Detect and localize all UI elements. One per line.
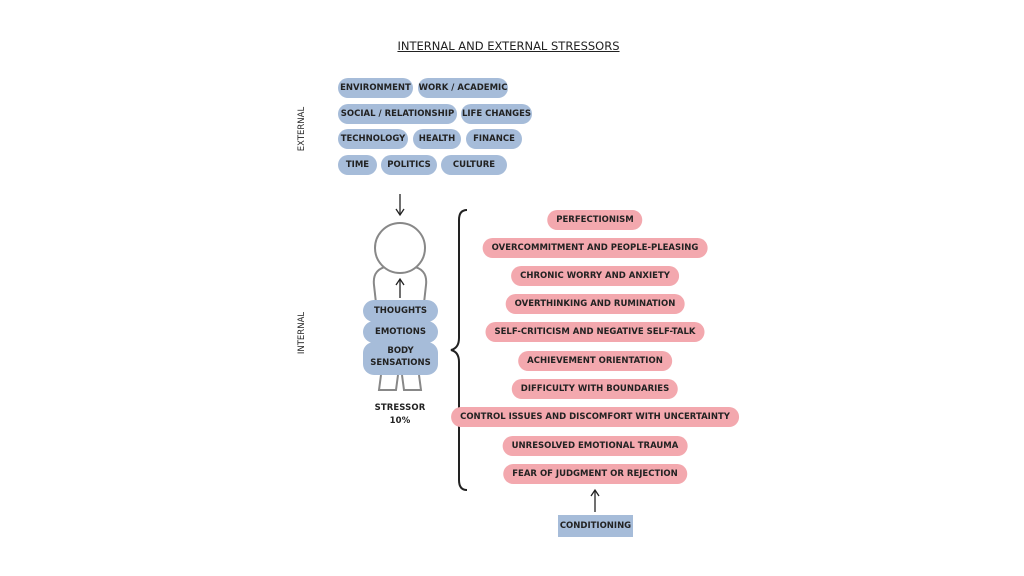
diagram-title: INTERNAL AND EXTERNAL STRESSORS bbox=[397, 39, 620, 53]
internal-item: SELF-CRITICISM AND NEGATIVE SELF-TALK bbox=[485, 322, 705, 342]
stressor-percent: 10% bbox=[389, 416, 411, 426]
internal-item: OVERCOMMITMENT AND PEOPLE-PLEASING bbox=[482, 238, 708, 258]
internal-item: CONTROL ISSUES AND DISCOMFORT WITH UNCER… bbox=[451, 407, 739, 427]
external-item: LIFE CHANGES bbox=[461, 104, 532, 124]
internal-item: ACHIEVEMENT ORIENTATION bbox=[518, 351, 672, 371]
sensations-text: SENSATIONS bbox=[370, 358, 431, 368]
external-item: WORK / ACADEMIC bbox=[418, 78, 508, 98]
external-item: SOCIAL / RELATIONSHIP bbox=[338, 104, 457, 124]
stressor-caption: STRESSOR bbox=[374, 403, 426, 413]
up-arrow-icon bbox=[395, 277, 405, 298]
conditioning-box: CONDITIONING bbox=[558, 515, 633, 537]
external-item: TIME bbox=[338, 155, 377, 175]
down-arrow-icon bbox=[395, 194, 405, 217]
external-item: FINANCE bbox=[466, 129, 522, 149]
internal-item: OVERTHINKING AND RUMINATION bbox=[505, 294, 685, 314]
internal-item: DIFFICULTY WITH BOUNDARIES bbox=[511, 379, 679, 399]
external-item: ENVIRONMENT bbox=[338, 78, 413, 98]
external-item: TECHNOLOGY bbox=[338, 129, 408, 149]
body-sensations-label: BODY SENSATIONS bbox=[363, 342, 438, 375]
emotions-label: EMOTIONS bbox=[363, 321, 438, 343]
external-item: CULTURE bbox=[441, 155, 507, 175]
external-item: POLITICS bbox=[381, 155, 437, 175]
internal-item: UNRESOLVED EMOTIONAL TRAUMA bbox=[502, 436, 688, 456]
internal-item: PERFECTIONISM bbox=[547, 210, 643, 230]
up-arrow-icon bbox=[590, 488, 600, 512]
internal-item: CHRONIC WORRY AND ANXIETY bbox=[511, 266, 679, 286]
body-text: BODY bbox=[387, 346, 414, 356]
internal-item: FEAR OF JUDGMENT OR REJECTION bbox=[503, 464, 687, 484]
external-item: HEALTH bbox=[413, 129, 461, 149]
thoughts-label: THOUGHTS bbox=[363, 300, 438, 322]
brace bbox=[450, 209, 468, 491]
